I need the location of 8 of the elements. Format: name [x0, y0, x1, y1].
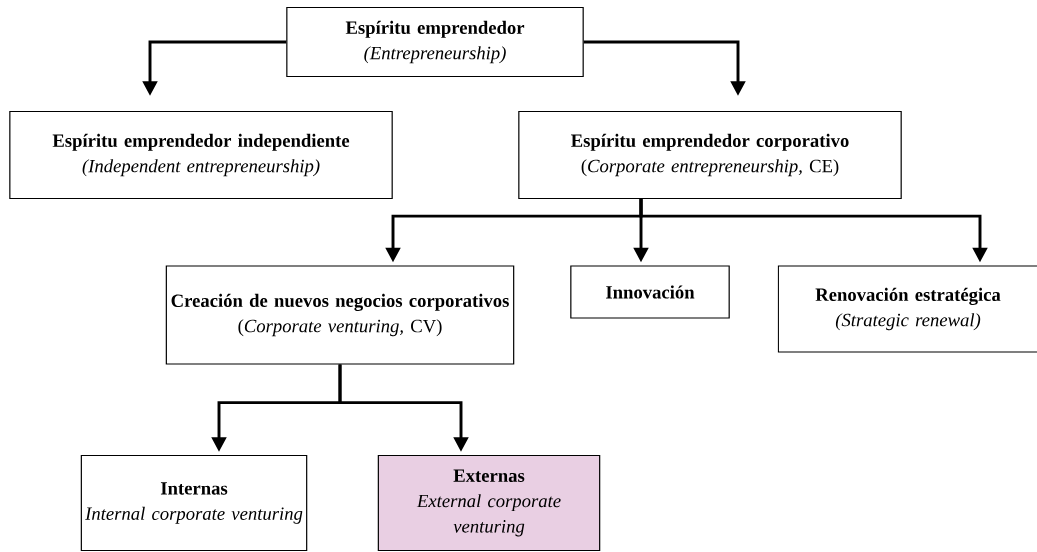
concept-box: Internas Internal corporate venturing [80, 454, 308, 552]
concept-box: Creación de nuevos negocios corporativos (Corporate venturing, CV) [165, 265, 515, 365]
concept-box: Espíritu emprendedor corporativo (Corporate entrepreneurship, CE) [518, 110, 902, 200]
concept-box: Renovación estratégica (Strategic renewal) [777, 265, 1037, 353]
concept-box: Espíritu emprendedor independiente (Independent entrepreneurship) [9, 110, 393, 200]
concept-box: Espíritu emprendedor (Entrepreneurship) [286, 6, 584, 78]
concept-box: Externas External corporate venturing [377, 454, 601, 552]
concept-box: Innovación [570, 265, 730, 319]
